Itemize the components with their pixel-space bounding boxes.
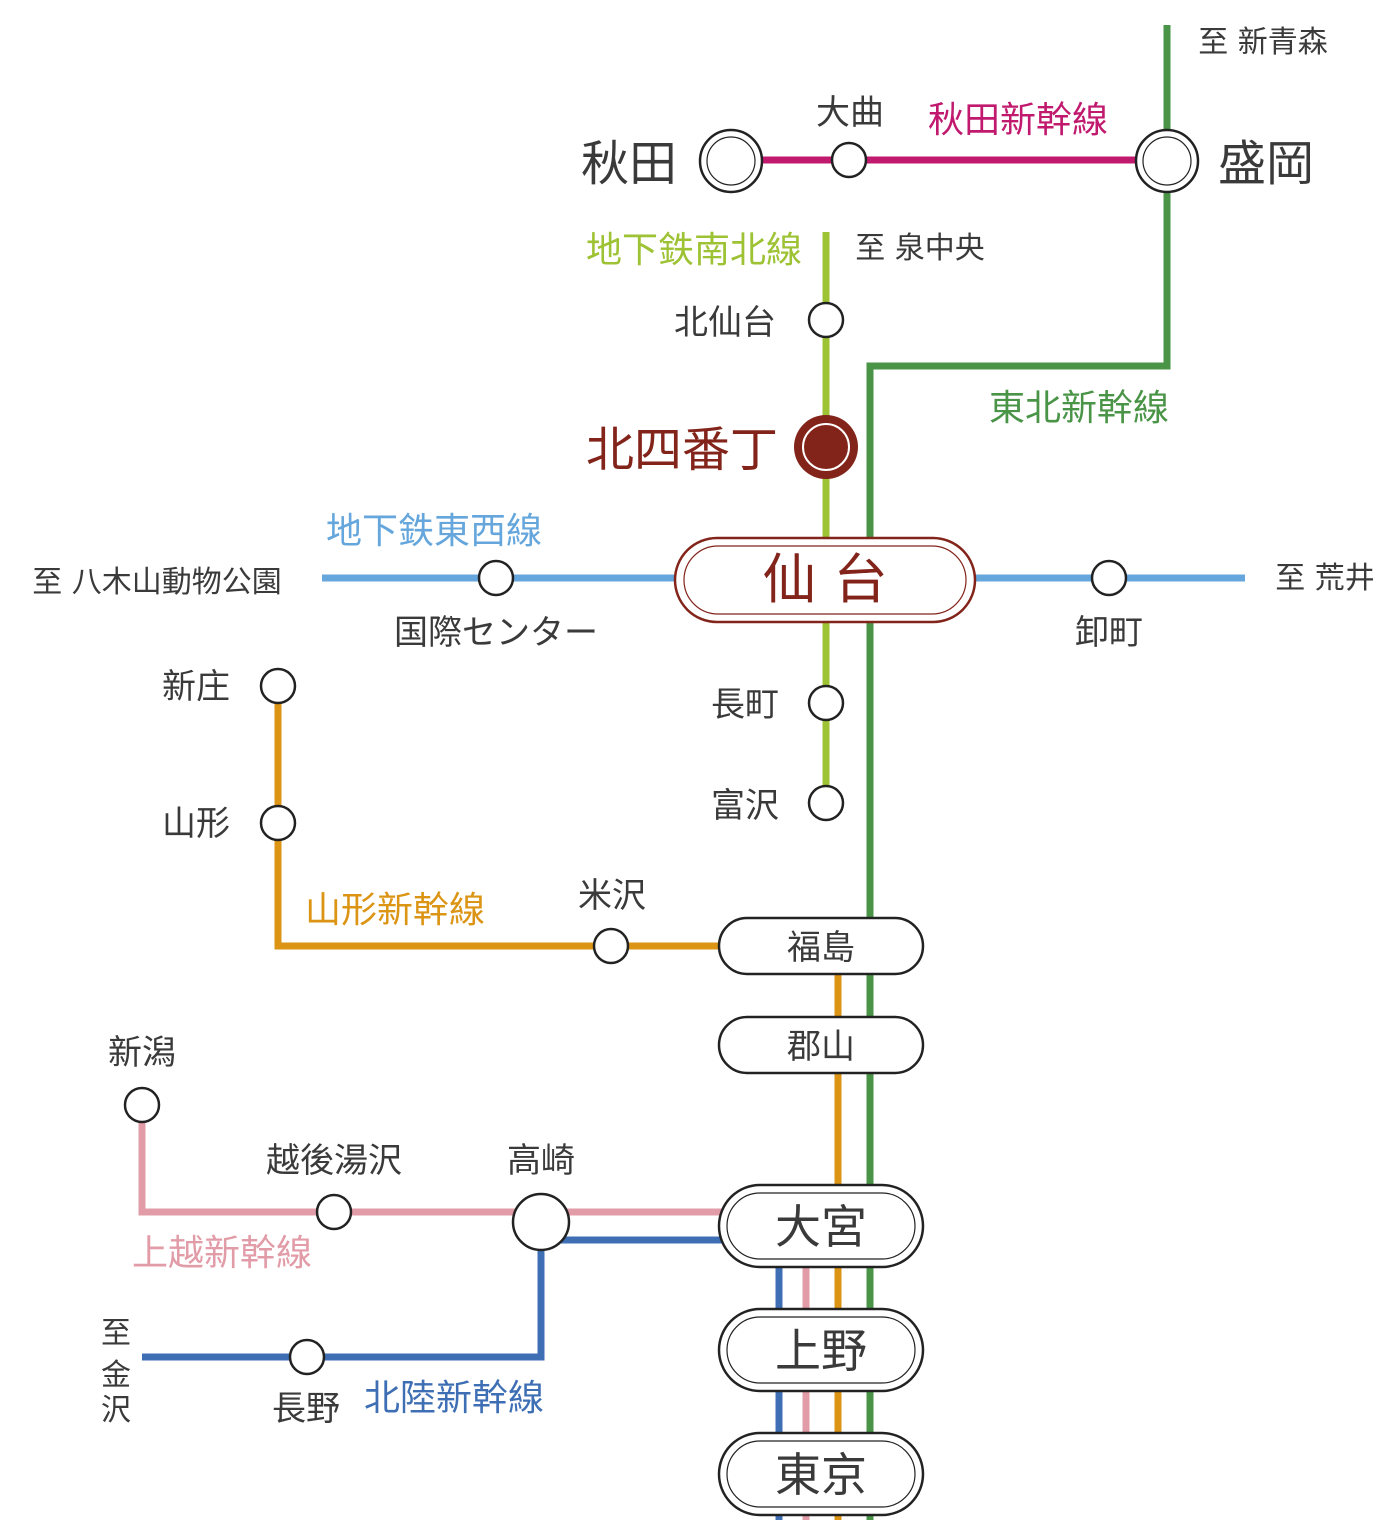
station-sendai-marker[interactable] xyxy=(673,536,977,624)
station-kokusai-center-name: 国際センター xyxy=(394,613,598,653)
station-fukushima-marker[interactable] xyxy=(717,916,925,976)
station-tomizawa-marker[interactable] xyxy=(807,784,845,822)
station-yonezawa-name: 米沢 xyxy=(578,876,646,916)
label-yamagata-shinkansen: 山形新幹線 xyxy=(305,890,485,931)
station-morioka-marker[interactable] xyxy=(1134,128,1200,194)
dest-shin-aomori: 至 新青森 xyxy=(1198,25,1328,60)
station-ueno-marker[interactable] xyxy=(717,1307,925,1393)
station-tomizawa-name: 富沢 xyxy=(711,786,779,826)
station-nagano-marker[interactable] xyxy=(288,1338,326,1376)
station-nagano-name: 長野 xyxy=(272,1389,340,1429)
station-ueno-name: 上野 xyxy=(775,1324,867,1378)
joetsu-shinkansen-line xyxy=(138,1105,810,1520)
station-yamagata-marker[interactable] xyxy=(259,804,297,842)
station-nagamachi-marker[interactable] xyxy=(807,684,845,722)
dest-arai: 至 荒井 xyxy=(1275,561,1375,596)
station-yonezawa-marker[interactable] xyxy=(592,927,630,965)
station-nagamachi-name: 長町 xyxy=(711,685,779,725)
station-koriyama-marker[interactable] xyxy=(717,1015,925,1075)
station-tokyo-name: 東京 xyxy=(775,1448,867,1502)
station-omagari-marker[interactable] xyxy=(830,141,868,179)
station-shinjo-name: 新庄 xyxy=(162,667,230,707)
station-yamagata-name: 山形 xyxy=(162,804,230,844)
station-koriyama-name: 郡山 xyxy=(787,1027,855,1067)
station-oroshimachi-marker[interactable] xyxy=(1090,559,1128,597)
station-echigo-yuzawa-marker[interactable] xyxy=(315,1193,353,1231)
station-sendai-name: 仙 台 xyxy=(762,548,887,611)
label-joetsu-shinkansen: 上越新幹線 xyxy=(132,1233,312,1274)
station-omiya-name: 大宮 xyxy=(775,1200,867,1254)
station-fukushima-name: 福島 xyxy=(787,928,855,968)
station-morioka-name: 盛岡 xyxy=(1218,136,1314,192)
station-kitasendai-name: 北仙台 xyxy=(674,303,776,343)
dest-kanazawa-1: 至 xyxy=(101,1316,131,1351)
label-hokuriku-shinkansen: 北陸新幹線 xyxy=(364,1378,544,1419)
station-niigata-marker[interactable] xyxy=(123,1086,161,1124)
station-omiya-marker[interactable] xyxy=(717,1183,925,1269)
dest-kanazawa-3: 沢 xyxy=(101,1393,131,1428)
station-kitayonbancho-name: 北四番丁 xyxy=(586,422,778,478)
station-takasaki-marker[interactable] xyxy=(511,1192,571,1252)
station-akita-name: 秋田 xyxy=(581,136,677,192)
label-tozai-line: 地下鉄東西線 xyxy=(326,511,542,552)
label-tohoku-shinkansen: 東北新幹線 xyxy=(989,388,1169,429)
station-kokusai-center-marker[interactable] xyxy=(477,559,515,597)
station-shinjo-marker[interactable] xyxy=(259,667,297,705)
station-akita-marker[interactable] xyxy=(698,128,764,194)
station-takasaki-name: 高崎 xyxy=(507,1141,575,1181)
station-niigata-name: 新潟 xyxy=(108,1033,176,1073)
station-omagari-name: 大曲 xyxy=(816,93,884,133)
dest-yagiyama: 至 八木山動物公園 xyxy=(32,565,282,600)
station-kitayonbancho-marker[interactable] xyxy=(794,415,858,479)
label-nanboku-line: 地下鉄南北線 xyxy=(586,230,802,271)
station-kitasendai-marker[interactable] xyxy=(807,301,845,339)
dest-kanazawa-2: 金 xyxy=(101,1358,131,1393)
station-oroshimachi-name: 卸町 xyxy=(1075,613,1143,653)
station-tokyo-marker[interactable] xyxy=(717,1431,925,1517)
dest-izumi-chuo: 至 泉中央 xyxy=(855,231,985,266)
label-akita-shinkansen: 秋田新幹線 xyxy=(928,100,1108,141)
station-echigo-yuzawa-name: 越後湯沢 xyxy=(266,1141,402,1181)
